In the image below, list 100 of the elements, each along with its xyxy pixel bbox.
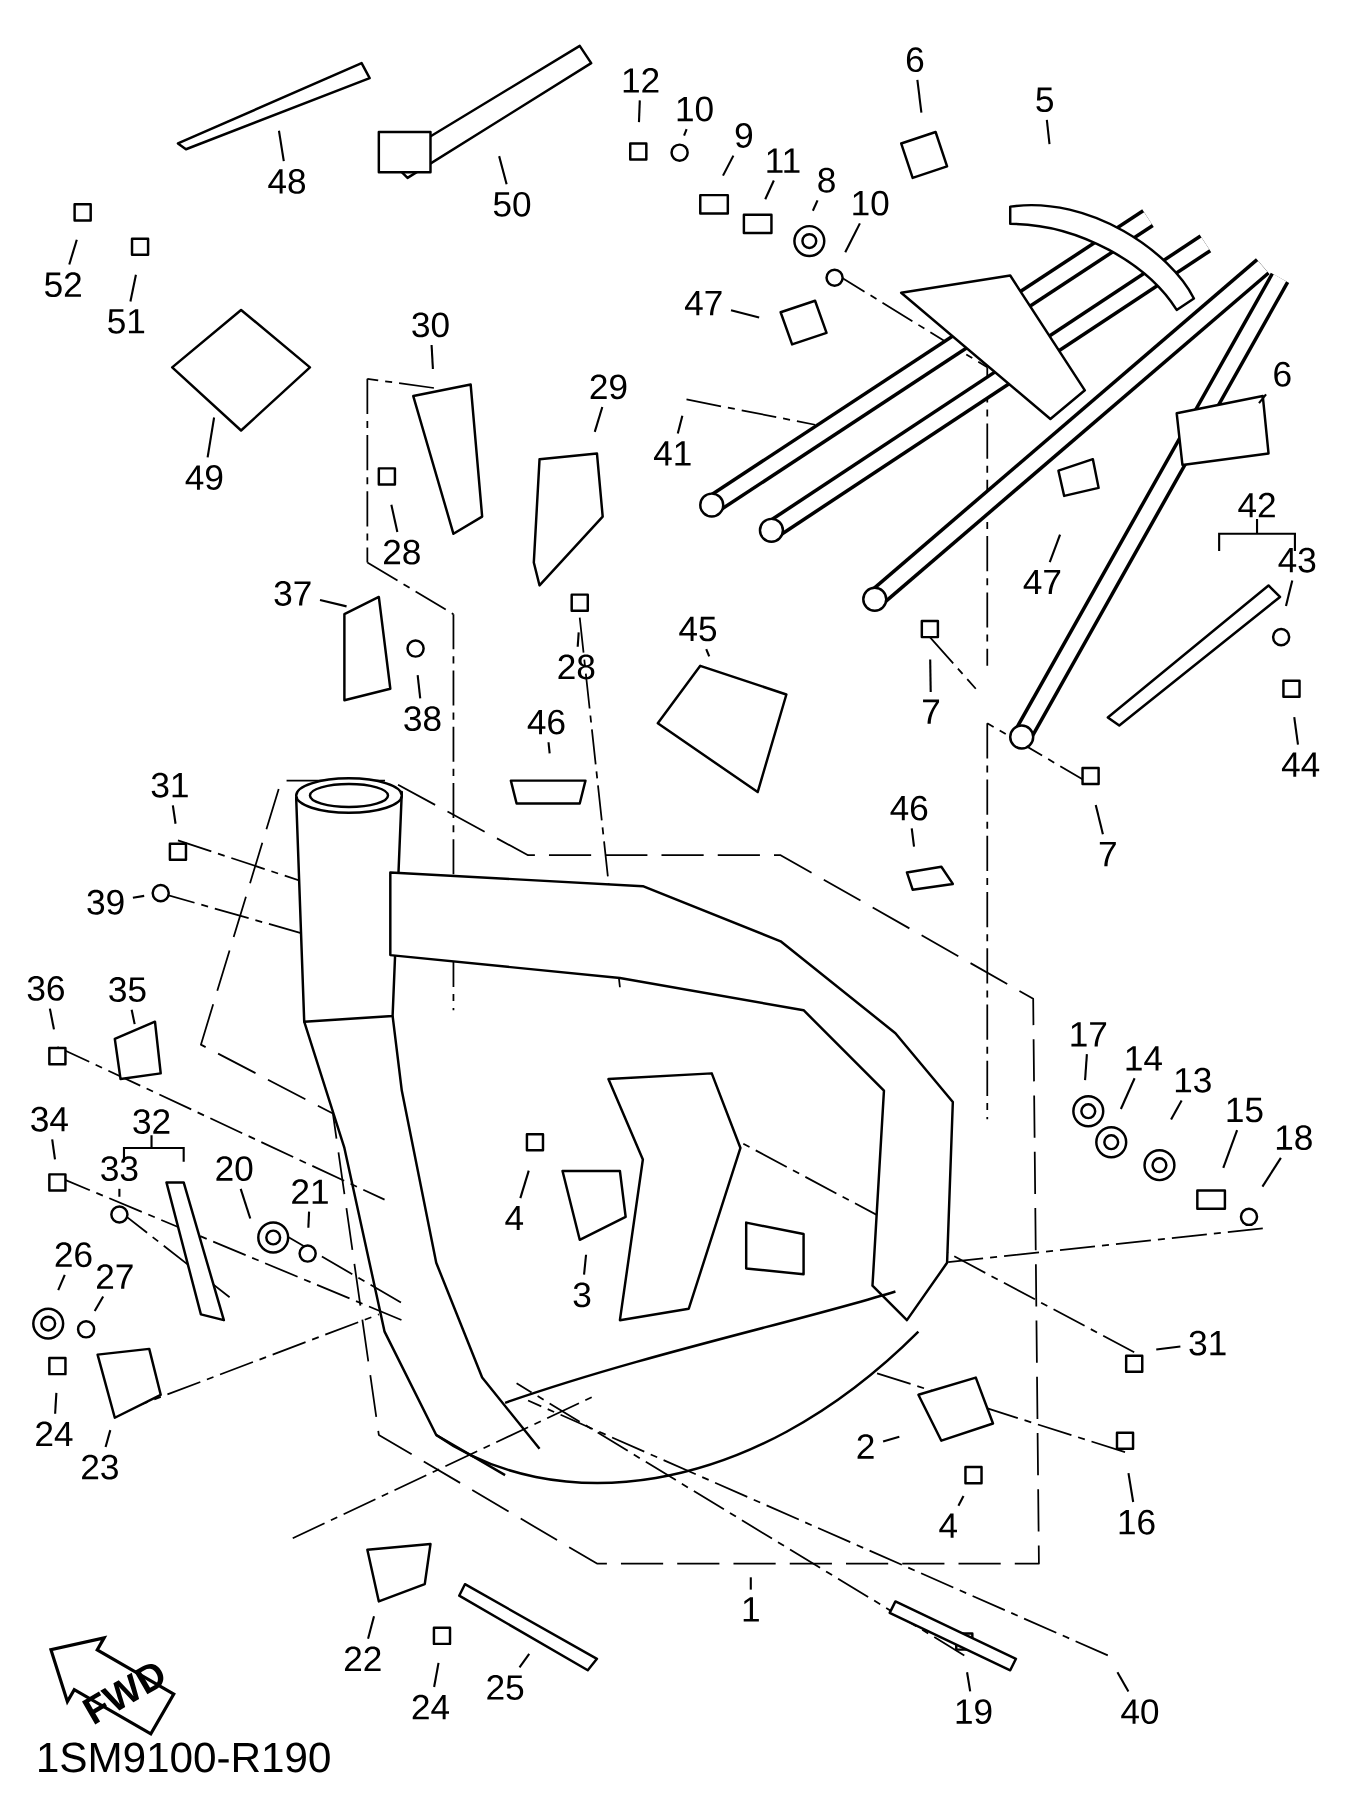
callout-number: 4 [505, 1205, 524, 1231]
leader-line [722, 155, 735, 177]
callout-number: 17 [1071, 1022, 1107, 1047]
callout-number: 37 [274, 581, 311, 606]
leader-line [498, 155, 508, 185]
leader-line [93, 1296, 105, 1312]
callout-number: 39 [87, 889, 124, 915]
callout-number: 43 [1278, 547, 1316, 573]
leader-line [130, 1009, 136, 1025]
callout-number: 49 [185, 465, 223, 490]
callout-number: 19 [956, 1699, 992, 1725]
leader-line [1170, 1099, 1183, 1121]
callout-number: 6 [1274, 361, 1291, 387]
leader-line [519, 1170, 530, 1199]
leader-line [51, 1139, 57, 1160]
leader-line [129, 274, 137, 302]
leader-line [433, 1662, 440, 1688]
leader-line [705, 648, 711, 657]
callout-number: 30 [412, 312, 449, 338]
leader-line [1084, 1054, 1088, 1081]
leader-line [1045, 119, 1051, 145]
callout-number: 33 [101, 1156, 138, 1182]
callout-number: 20 [216, 1156, 253, 1182]
callout-number: 24 [36, 1421, 73, 1447]
leader-line [749, 1577, 752, 1590]
leader-line [390, 504, 399, 533]
leader-line [367, 1615, 376, 1640]
leader-line [811, 199, 819, 212]
callout-number: 34 [31, 1106, 68, 1132]
leader-line [1293, 717, 1299, 745]
leader-line [966, 1672, 972, 1692]
leader-line [319, 599, 347, 608]
callout-number: 27 [97, 1264, 133, 1289]
callout-number: 32 [133, 1109, 170, 1134]
callout-number: 6 [906, 47, 924, 73]
leader-line [1156, 1345, 1181, 1351]
leader-line [910, 828, 916, 847]
leader-line [593, 406, 604, 433]
callout-number: 51 [108, 309, 145, 334]
leader-line [637, 100, 641, 123]
callout-number: 36 [27, 975, 64, 1001]
leader-line [1127, 1473, 1135, 1503]
leader-line [676, 415, 684, 434]
leader-line [430, 345, 434, 370]
callout-number: 47 [685, 290, 722, 316]
callout-number: 7 [1099, 841, 1116, 867]
leader-line [239, 1188, 252, 1219]
leader-line [929, 659, 932, 692]
leader-line [730, 309, 760, 319]
callout-number: 45 [679, 616, 717, 642]
callout-number: 38 [404, 706, 441, 732]
callout-number: 2 [857, 1434, 874, 1459]
leader-line [1222, 1129, 1239, 1169]
leader-line [916, 79, 923, 113]
leader-line [1048, 534, 1062, 563]
callout-number: 22 [344, 1646, 381, 1672]
callout-number: 10 [853, 190, 889, 216]
callout-number: 5 [1036, 87, 1053, 113]
leader-line [57, 1274, 66, 1291]
callout-number: 50 [493, 191, 531, 217]
callout-number: 29 [590, 374, 627, 400]
callout-number: 28 [384, 539, 420, 565]
callout-number: 52 [45, 272, 81, 298]
leader-line [1119, 1077, 1136, 1110]
callout-number: 42 [1238, 492, 1275, 518]
callout-number: 9 [735, 123, 753, 148]
leader-line [206, 417, 216, 458]
callout-number: 25 [487, 1675, 524, 1700]
callout-number: 31 [1189, 1330, 1226, 1356]
callout-number: 26 [55, 1242, 92, 1268]
leader-line [583, 1254, 588, 1275]
callout-number: 1 [743, 1597, 759, 1622]
callout-number: 21 [292, 1179, 328, 1204]
callout-number: 47 [1023, 569, 1061, 595]
leader-line [307, 1211, 311, 1228]
leader-line [48, 1008, 55, 1030]
callout-number: 46 [890, 795, 928, 821]
leader-line [277, 130, 285, 162]
leader-line [844, 222, 861, 253]
callout-number: 23 [82, 1454, 118, 1480]
callout-number: 46 [527, 709, 565, 735]
callout-number: 31 [151, 772, 188, 798]
callout-number: 7 [923, 699, 940, 724]
callout-number: 16 [1119, 1509, 1155, 1535]
leader-line [1116, 1671, 1130, 1692]
callout-number: 40 [1121, 1699, 1159, 1725]
callout-number: 15 [1227, 1097, 1263, 1123]
leader-line [416, 675, 422, 699]
callout-number: 24 [412, 1694, 449, 1720]
callout-number: 44 [1281, 752, 1320, 777]
callout-number: 18 [1276, 1125, 1312, 1151]
leader-line [957, 1495, 965, 1507]
leader-line [54, 1392, 58, 1414]
callout-number: 13 [1175, 1067, 1211, 1093]
leader-line [882, 1435, 900, 1443]
callout-number: 11 [767, 148, 800, 173]
leader-line [1261, 1157, 1282, 1188]
callout-number: 8 [818, 167, 835, 193]
leader-line [683, 128, 688, 136]
callout-number: 10 [677, 96, 713, 122]
